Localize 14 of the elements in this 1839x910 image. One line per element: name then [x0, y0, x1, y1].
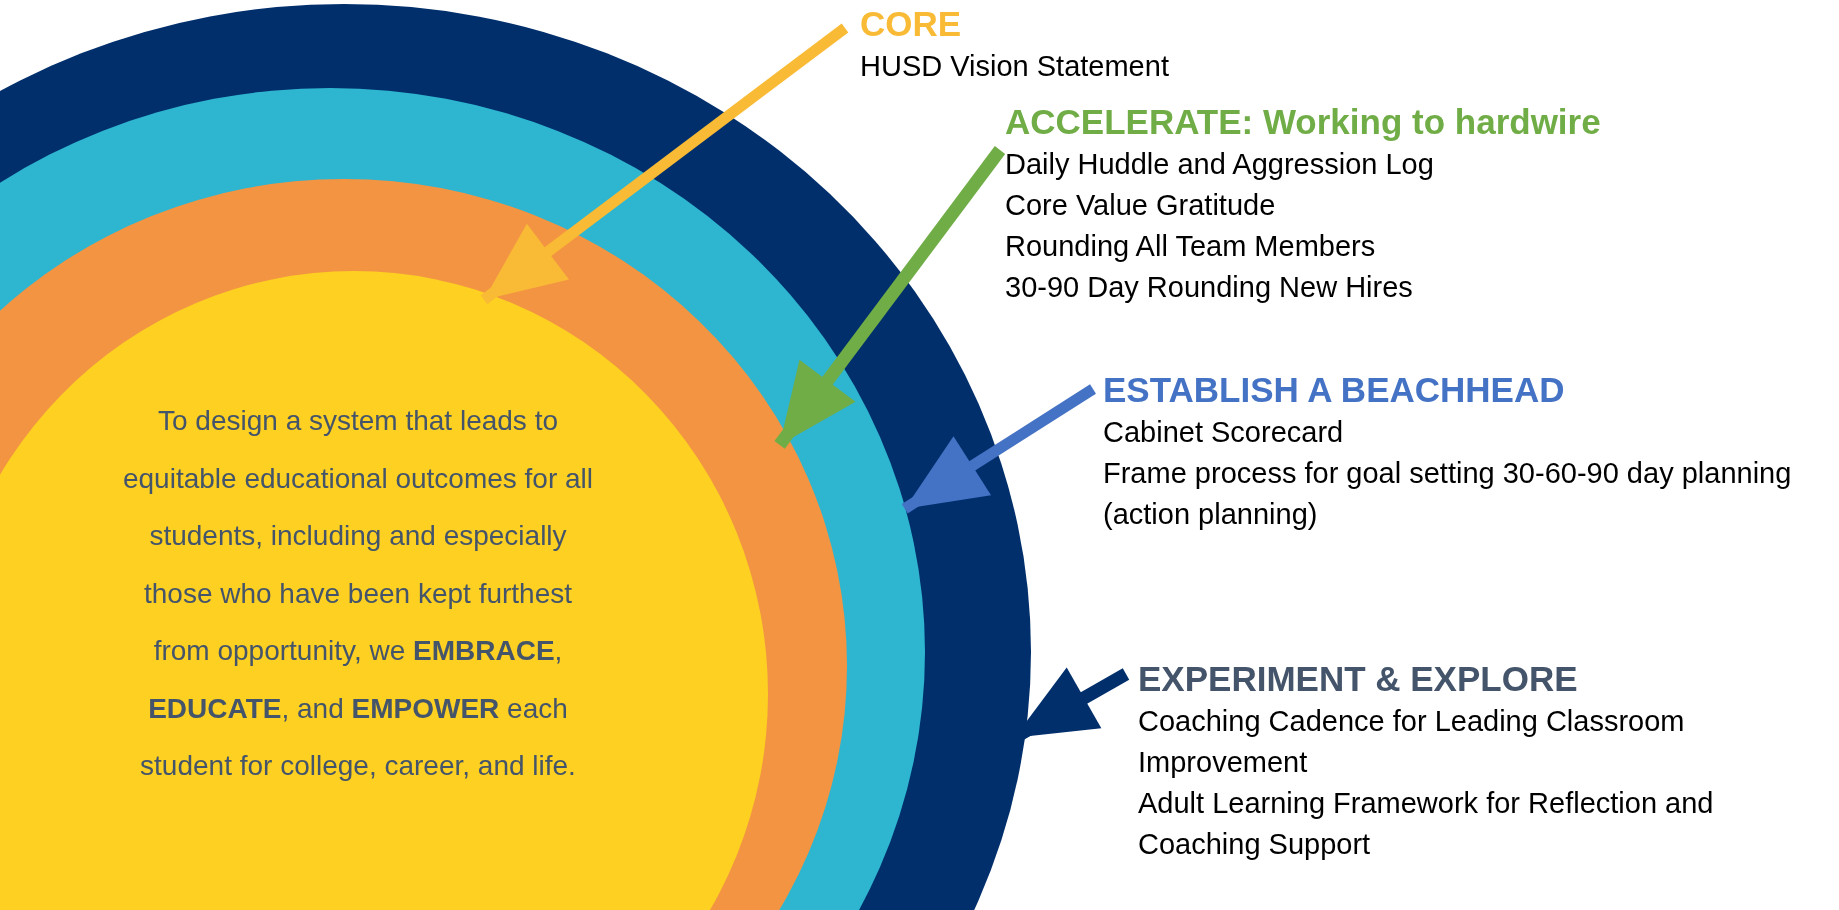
section-heading: EXPERIMENT & EXPLORE: [1138, 658, 1579, 700]
list-item: Core Value Gratitude: [1005, 188, 1277, 223]
list-item: Adult Learning Framework for Reflection and Coaching Support: [1138, 786, 1715, 862]
list-item: Frame process for goal setting 30-60-90 day planning (action planning): [1103, 456, 1793, 532]
section-heading: ESTABLISH A BEACHHEAD: [1103, 369, 1566, 411]
list-item: Daily Huddle and Aggression Log: [1005, 147, 1435, 182]
section-heading: ACCELERATE: Working to hardwire: [1005, 101, 1602, 143]
section-heading: CORE: [860, 3, 963, 45]
list-item: 30-90 Day Rounding New Hires: [1005, 270, 1414, 305]
vision-statement: To design a system that leads to equitable educational outcomes for all students, including and especially those who have been kept furthest from opportunity, we EMBRACE, EDUCATE, and EMPOWER each student for college, career, and life.: [121, 404, 595, 783]
list-item: Coaching Cadence for Leading Classroom Improvement: [1138, 704, 1686, 780]
list-item: HUSD Vision Statement: [860, 49, 1170, 84]
list-item: Rounding All Team Members: [1005, 229, 1377, 264]
list-item: Cabinet Scorecard: [1103, 415, 1345, 450]
